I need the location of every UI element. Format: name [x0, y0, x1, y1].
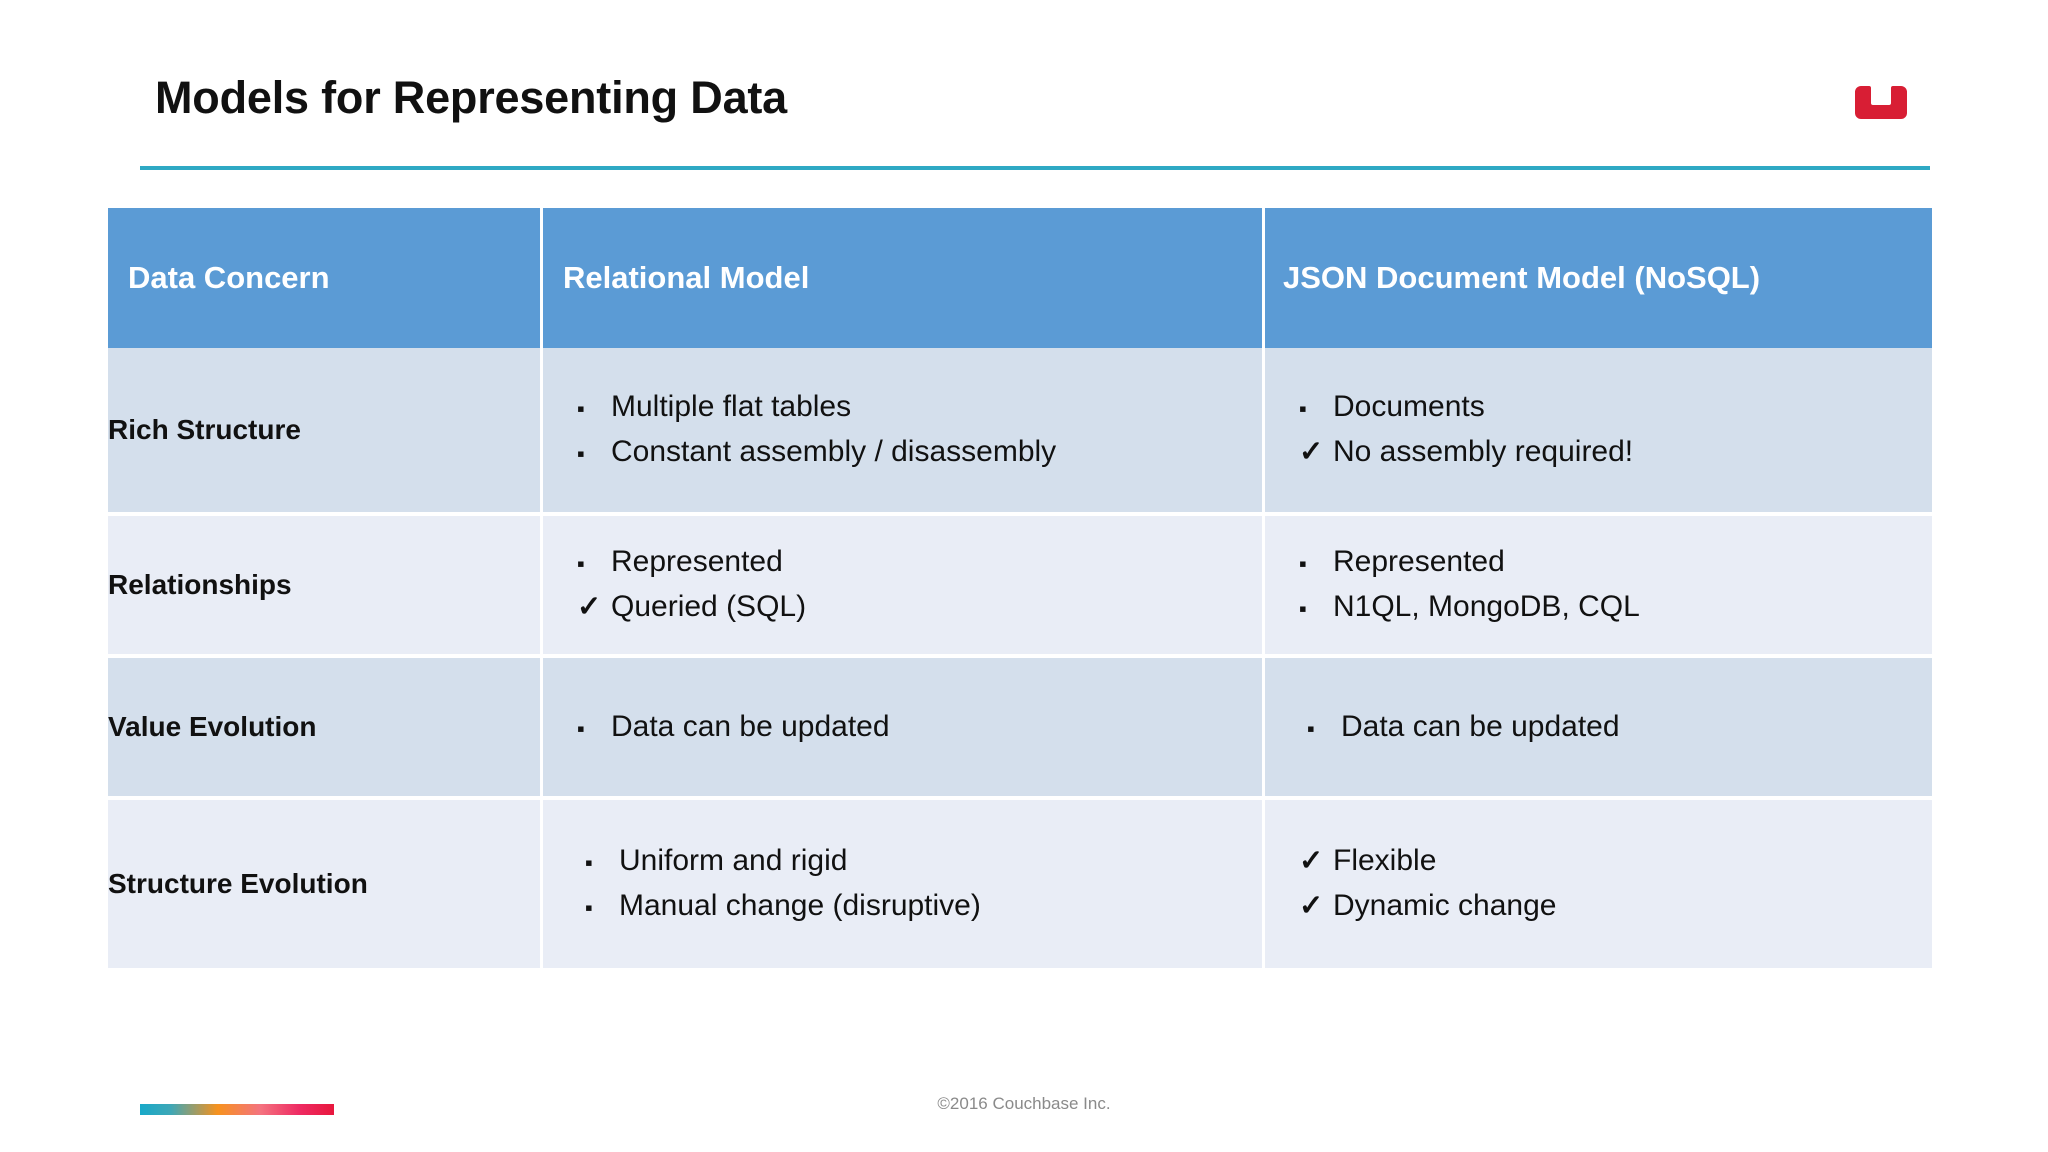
table-row: Value Evolution ▪ Data can be updated ▪ …: [108, 658, 1932, 800]
list-item: ▪ Represented: [1299, 542, 1932, 583]
cell-json-relationships: ▪ Represented ▪ N1QL, MongoDB, CQL: [1265, 516, 1932, 658]
bullet-list: ▪ Data can be updated: [543, 707, 1262, 748]
list-item-label: Constant assembly / disassembly: [611, 435, 1057, 468]
checkmark-icon: ✓: [1299, 845, 1324, 878]
square-bullet-icon: ▪: [1299, 596, 1307, 621]
cell-relational-relationships: ▪ Represented ✓ Queried (SQL): [543, 516, 1265, 658]
list-item: ▪ Manual change (disruptive): [585, 886, 1262, 927]
list-item-label: No assembly required!: [1333, 435, 1634, 468]
bullet-list: ▪ Represented ▪ N1QL, MongoDB, CQL: [1265, 542, 1932, 628]
list-item-label: Documents: [1333, 390, 1485, 424]
column-header-json-document-model: JSON Document Model (NoSQL): [1265, 208, 1932, 348]
list-item-label: Data can be updated: [611, 709, 890, 743]
cell-relational-rich-structure: ▪ Multiple flat tables ▪ Constant assemb…: [543, 348, 1265, 516]
title-divider: [140, 166, 1930, 170]
list-item: ✓ Queried (SQL): [577, 587, 1262, 628]
list-item: ▪ Multiple flat tables: [577, 387, 1262, 428]
list-item: ▪ Documents: [1299, 387, 1932, 428]
list-item: ✓ Flexible: [1299, 841, 1932, 882]
bullet-list: ▪ Multiple flat tables ▪ Constant assemb…: [543, 387, 1262, 473]
bullet-list: ▪ Represented ✓ Queried (SQL): [543, 542, 1262, 628]
list-item: ▪ Data can be updated: [577, 707, 1262, 748]
column-header-data-concern: Data Concern: [108, 208, 543, 348]
comparison-table: Data Concern Relational Model JSON Docum…: [108, 208, 1932, 968]
list-item-label: N1QL, MongoDB, CQL: [1333, 590, 1640, 623]
bullet-list: ▪ Documents ✓ No assembly required!: [1265, 387, 1932, 473]
square-bullet-icon: ▪: [577, 551, 585, 577]
footer-gradient-bar: [140, 1104, 334, 1115]
checkmark-icon: ✓: [1299, 890, 1324, 922]
list-item-label: Queried (SQL): [611, 590, 807, 623]
list-item-label: Flexible: [1333, 844, 1437, 878]
square-bullet-icon: ▪: [1307, 715, 1315, 741]
bullet-list: ▪ Uniform and rigid ▪ Manual change (dis…: [543, 841, 1262, 927]
list-item: ▪ Data can be updated: [1307, 707, 1932, 748]
row-label-rich-structure: Rich Structure: [108, 348, 543, 516]
list-item: ▪ Represented: [577, 542, 1262, 583]
cell-json-value-evolution: ▪ Data can be updated: [1265, 658, 1932, 800]
checkmark-icon: ✓: [1299, 436, 1324, 468]
table-row: Structure Evolution ▪ Uniform and rigid …: [108, 800, 1932, 968]
bullet-list: ✓ Flexible ✓ Dynamic change: [1265, 841, 1932, 927]
table-row: Rich Structure ▪ Multiple flat tables ▪ …: [108, 348, 1932, 516]
table-header-row: Data Concern Relational Model JSON Docum…: [108, 208, 1932, 348]
list-item: ▪ Uniform and rigid: [585, 841, 1262, 882]
list-item-label: Manual change (disruptive): [619, 889, 981, 922]
list-item: ▪ Constant assembly / disassembly: [577, 432, 1262, 473]
list-item-label: Uniform and rigid: [619, 844, 848, 878]
list-item-label: Represented: [1333, 545, 1505, 579]
list-item: ✓ Dynamic change: [1299, 886, 1932, 927]
list-item: ✓ No assembly required!: [1299, 432, 1932, 473]
row-label-value-evolution: Value Evolution: [108, 658, 543, 800]
list-item-label: Multiple flat tables: [611, 390, 852, 424]
row-label-structure-evolution: Structure Evolution: [108, 800, 543, 968]
couchbase-logo-icon: [1855, 86, 1907, 119]
page-title: Models for Representing Data: [155, 72, 788, 123]
square-bullet-icon: ▪: [1299, 396, 1307, 422]
cell-relational-structure-evolution: ▪ Uniform and rigid ▪ Manual change (dis…: [543, 800, 1265, 968]
row-label-relationships: Relationships: [108, 516, 543, 658]
square-bullet-icon: ▪: [1299, 551, 1307, 577]
list-item-label: Represented: [611, 545, 783, 579]
footer-copyright: ©2016 Couchbase Inc.: [937, 1094, 1111, 1113]
square-bullet-icon: ▪: [585, 850, 593, 876]
square-bullet-icon: ▪: [577, 396, 585, 422]
list-item-label: Dynamic change: [1333, 889, 1557, 922]
list-item: ▪ N1QL, MongoDB, CQL: [1299, 587, 1932, 628]
column-header-relational-model: Relational Model: [543, 208, 1265, 348]
list-item-label: Data can be updated: [1341, 709, 1620, 743]
square-bullet-icon: ▪: [577, 441, 585, 466]
cell-relational-value-evolution: ▪ Data can be updated: [543, 658, 1265, 800]
checkmark-icon: ✓: [577, 591, 602, 623]
cell-json-structure-evolution: ✓ Flexible ✓ Dynamic change: [1265, 800, 1932, 968]
bullet-list: ▪ Data can be updated: [1265, 707, 1932, 748]
table-row: Relationships ▪ Represented ✓ Queried (S…: [108, 516, 1932, 658]
cell-json-rich-structure: ▪ Documents ✓ No assembly required!: [1265, 348, 1932, 516]
square-bullet-icon: ▪: [585, 895, 593, 920]
square-bullet-icon: ▪: [577, 715, 585, 741]
